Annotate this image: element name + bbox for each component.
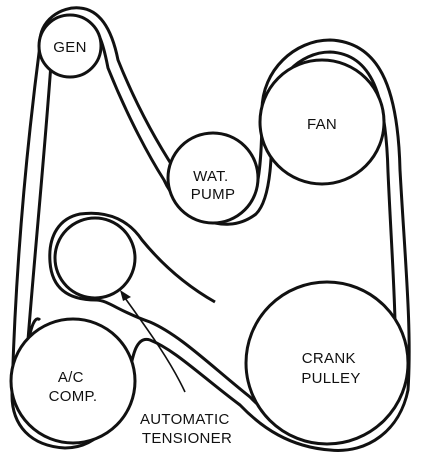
water-pump-label-line-1: WAT. [193,168,228,185]
tensioner-arrowhead [120,290,131,301]
ac-compressor-label: A/C COMP. [49,369,98,405]
water-pump-label-line-2: PUMP [191,186,236,203]
generator-label: GEN [53,39,86,56]
ac-compressor-label-line-1: A/C [58,369,84,386]
generator-label-line: GEN [53,39,86,56]
fan-label-line: FAN [307,116,337,133]
crank-pulley [244,280,410,446]
tensioner-callout-line-2: TENSIONER [142,430,232,447]
tensioner-callout-line-1: AUTOMATIC [140,411,230,428]
ac-compressor-label-line-2: COMP. [49,388,98,405]
tensioner-pulley [53,216,137,300]
crank-pulley-label-line-2: PULLEY [301,370,360,387]
generator-pulley [37,13,103,79]
water-pump-label: WAT. PUMP [191,168,236,203]
tensioner-callout-label: AUTOMATIC TENSIONER [140,411,234,447]
crank-pulley-label: CRANK PULLEY [301,350,360,387]
water-pump-pulley [166,131,260,225]
fan-pulley [258,58,386,186]
crank-pulley-label-line-1: CRANK [302,350,356,367]
tensioner-leader-line [124,297,186,393]
ac-compressor-pulley [9,317,137,445]
fan-label: FAN [307,116,337,133]
